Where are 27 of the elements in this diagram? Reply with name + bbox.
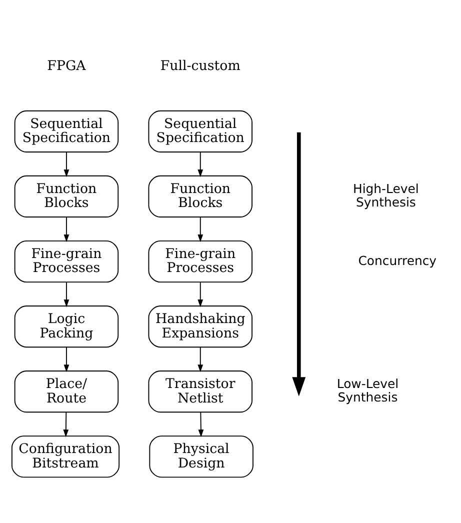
arrow xyxy=(198,152,204,178)
node-box: Sequential Specification xyxy=(148,110,252,152)
arrow xyxy=(198,346,204,372)
node-box: Function Blocks xyxy=(148,175,252,218)
node-box: Function Blocks xyxy=(14,175,119,218)
arrow xyxy=(198,412,204,438)
node-box: Transistor Netlist xyxy=(148,370,252,413)
node-box: Configuration Bitstream xyxy=(11,436,120,478)
node-box: Physical Design xyxy=(149,436,254,478)
node-box: Fine-grain Processes xyxy=(14,240,119,283)
label: Low-Level Synthesis xyxy=(336,376,399,405)
arrow xyxy=(64,216,70,242)
label: High-Level Synthesis xyxy=(353,181,419,210)
node-box: Logic Packing xyxy=(14,306,119,348)
arrow xyxy=(64,282,70,308)
label: Full-custom xyxy=(160,58,240,74)
label: FPGA xyxy=(47,58,86,74)
node-box: Handshaking Expansions xyxy=(148,306,252,348)
node-box: Place/ Route xyxy=(14,370,119,413)
arrow xyxy=(64,152,70,178)
arrow xyxy=(198,216,204,242)
arrow xyxy=(64,346,70,372)
arrow xyxy=(63,412,69,438)
label: Concurrency xyxy=(358,252,437,268)
node-box: Sequential Specification xyxy=(14,110,119,152)
arrow xyxy=(198,282,204,308)
node-box: Fine-grain Processes xyxy=(148,240,252,283)
